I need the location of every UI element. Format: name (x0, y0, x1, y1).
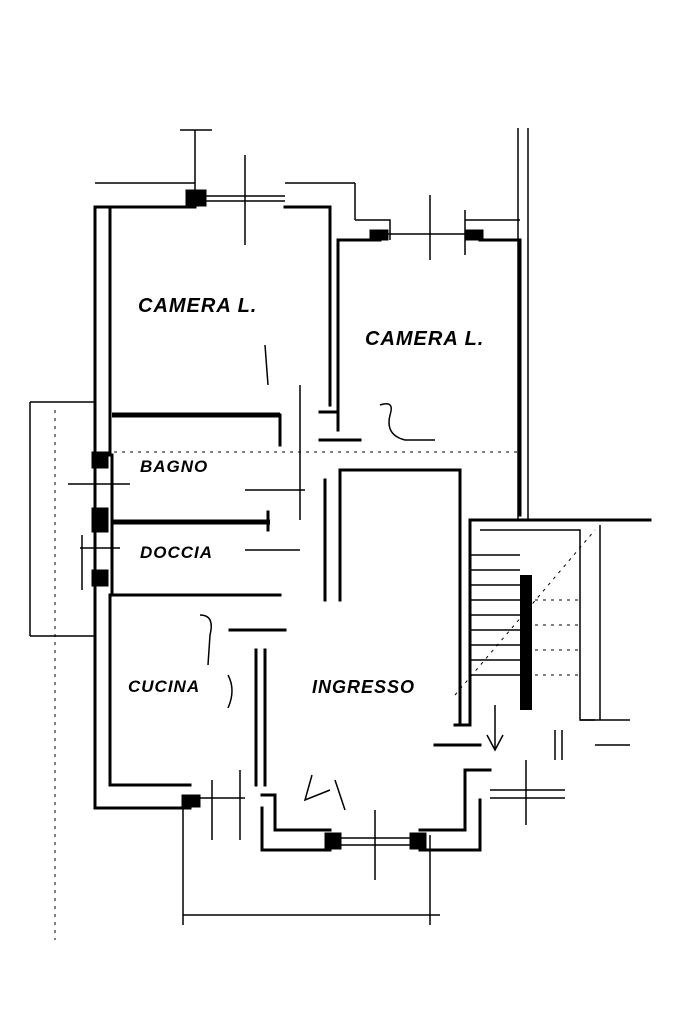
room-label-cucina: CUCINA (128, 677, 200, 696)
windows (91, 189, 565, 850)
room-label-bagno: BAGNO (140, 457, 208, 476)
room-label-ingresso: INGRESSO (312, 677, 415, 697)
walls (93, 205, 652, 852)
dimension-lines (29, 128, 630, 940)
door-swings (199, 344, 435, 811)
room-label-camera-1: CAMERA L. (138, 295, 257, 317)
room-label-camera-2: CAMERA L. (365, 328, 484, 350)
room-label-doccia: DOCCIA (140, 543, 213, 562)
staircase (454, 529, 596, 752)
